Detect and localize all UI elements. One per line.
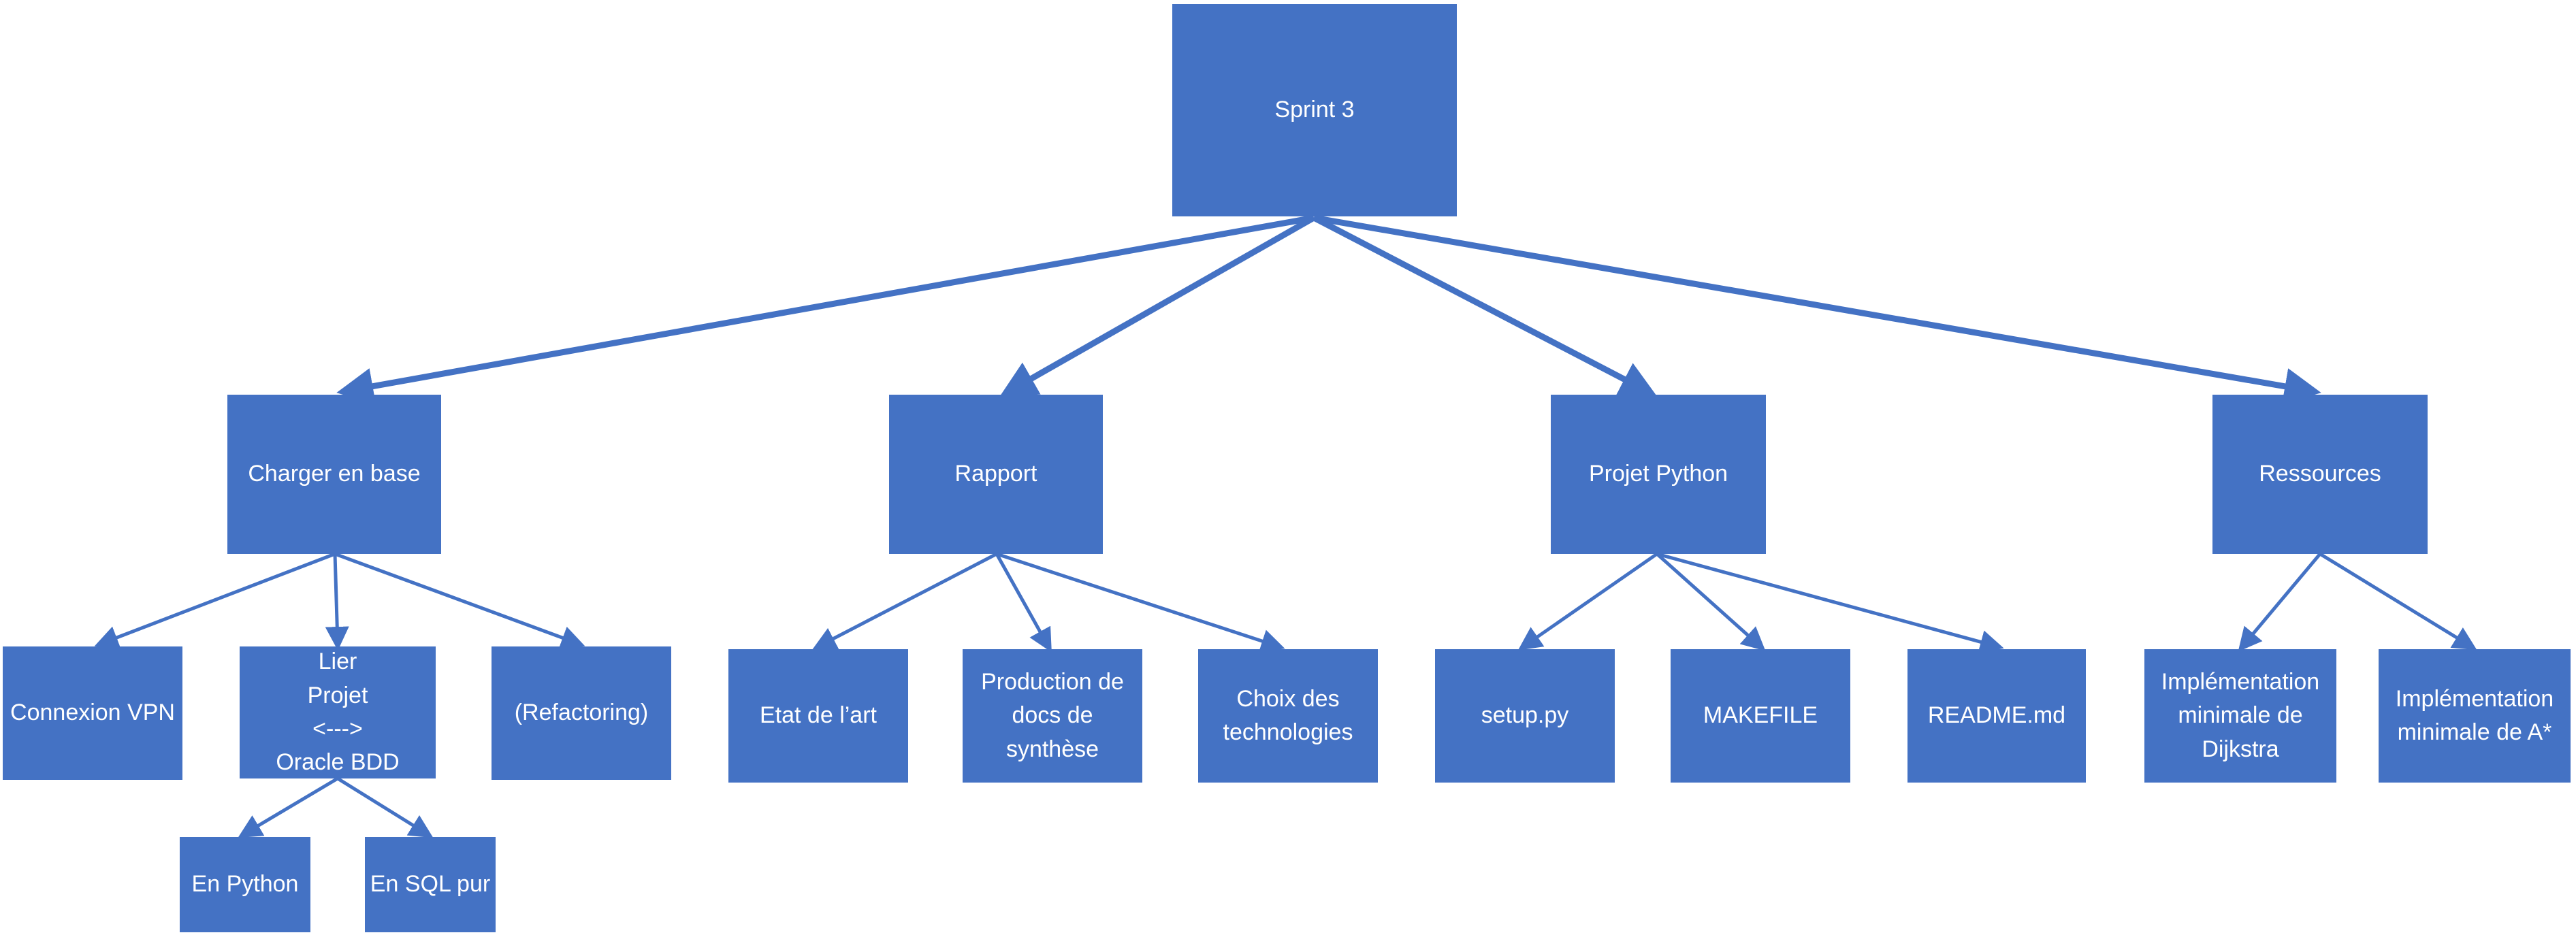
node-en-sql-pur[interactable]: En SQL pur — [365, 837, 496, 932]
node-sprint-3[interactable]: Sprint 3 — [1172, 4, 1457, 216]
node-choix-technologies[interactable]: Choix des technologies — [1198, 649, 1378, 783]
node-setup-py[interactable]: setup.py — [1435, 649, 1615, 783]
node-label: (Refactoring) — [514, 700, 649, 726]
arrow-charger-to-vpn — [94, 552, 336, 649]
arrow-charger-to-refactoring — [334, 552, 585, 649]
node-projet-python[interactable]: Projet Python — [1551, 395, 1766, 554]
arrow-projet-python-to-readme — [1656, 552, 2004, 654]
arrow-lier-to-en-sql — [336, 776, 434, 838]
node-label: Sprint 3 — [1274, 97, 1355, 123]
node-readme-md[interactable]: README.md — [1907, 649, 2086, 783]
node-label: setup.py — [1481, 702, 1569, 729]
child-connectors — [94, 552, 2477, 838]
arrow-root-to-projet-python — [1312, 215, 1657, 397]
node-label: Rapport — [954, 461, 1037, 487]
arrow-root-to-charger — [336, 214, 1315, 405]
node-label: Implémentation minimale de A* — [2395, 685, 2554, 745]
node-label: Etat de l’art — [760, 702, 877, 729]
arrow-ressources-to-dijkstra — [2238, 553, 2321, 652]
node-label: MAKEFILE — [1703, 702, 1818, 729]
arrow-rapport-to-production-docs — [995, 553, 1052, 653]
node-label: Choix des technologies — [1223, 685, 1353, 745]
node-label: Production de docs de synthèse — [981, 669, 1124, 762]
node-refactoring[interactable]: (Refactoring) — [492, 646, 671, 780]
node-lier-projet-oracle[interactable]: Lier Projet <---> Oracle BDD — [240, 646, 436, 778]
arrow-ressources-to-astar — [2319, 552, 2477, 651]
arrow-charger-to-lier — [325, 553, 349, 651]
node-label: En SQL pur — [370, 871, 491, 898]
arrow-root-to-ressources — [1313, 214, 2321, 405]
root-connectors — [336, 214, 2321, 405]
node-ressources[interactable]: Ressources — [2212, 395, 2428, 554]
node-production-docs[interactable]: Production de docs de synthèse — [963, 649, 1142, 783]
arrow-rapport-to-etat-art — [812, 552, 998, 650]
node-implementation-dijkstra[interactable]: Implémentation minimale de Dijkstra — [2144, 649, 2336, 783]
arrow-projet-python-to-setup — [1517, 552, 1658, 651]
node-charger-en-base[interactable]: Charger en base — [227, 395, 441, 554]
node-label: Ressources — [2259, 461, 2381, 487]
node-label: Projet Python — [1588, 461, 1728, 487]
arrow-rapport-to-choix-tech — [996, 552, 1285, 653]
node-connexion-vpn[interactable]: Connexion VPN — [3, 646, 182, 780]
arrow-root-to-rapport — [999, 215, 1316, 397]
arrow-projet-python-to-makefile — [1656, 553, 1766, 651]
node-label: Connexion VPN — [10, 700, 175, 726]
node-label: Charger en base — [248, 461, 421, 487]
node-label: En Python — [191, 871, 299, 898]
node-implementation-astar[interactable]: Implémentation minimale de A* — [2379, 649, 2571, 783]
node-label: Lier Projet <---> Oracle BDD — [276, 649, 400, 776]
node-etat-de-l-art[interactable]: Etat de l’art — [728, 649, 908, 783]
node-en-python[interactable]: En Python — [180, 837, 310, 932]
arrow-lier-to-en-python — [238, 776, 339, 838]
node-label: Implémentation minimale de Dijkstra — [2161, 669, 2320, 762]
node-makefile[interactable]: MAKEFILE — [1671, 649, 1850, 783]
node-label: README.md — [1927, 702, 2066, 729]
node-rapport[interactable]: Rapport — [889, 395, 1103, 554]
